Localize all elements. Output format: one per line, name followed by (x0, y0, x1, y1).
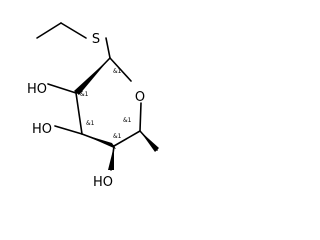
wedge-c1-c2 (74, 58, 110, 95)
bond-c1-ring-o (109, 57, 132, 82)
bond-ring-o-c5 (139, 102, 142, 132)
hydroxyl-c4-label: HO (93, 175, 113, 190)
stereo-label-c1: &1 (113, 68, 122, 75)
bond-c3-oh (54, 125, 83, 135)
wedge-c5-methyl (140, 131, 159, 152)
ring-oxygen-label: O (135, 90, 145, 105)
bond-ch2-s (60, 22, 87, 39)
wedge-c4-oh (108, 146, 114, 170)
bond-s-c1 (105, 37, 111, 59)
stereo-label-c2: &1 (80, 91, 89, 98)
hydroxyl-c3-label: HO (32, 122, 52, 137)
stereo-label-c4: &1 (113, 133, 122, 140)
bonds (36, 22, 159, 171)
molecule-structure: S O HO HO HO &1 &1 &1 &1 &1 (27, 22, 159, 190)
stereo-label-c3: &1 (86, 120, 95, 127)
atom-labels: S O HO HO HO (27, 32, 145, 190)
bond-c2-c3 (75, 92, 83, 135)
bond-c4-c5 (113, 130, 141, 147)
bond-ethyl-ch3-ch2 (36, 22, 62, 39)
stereo-label-c5: &1 (123, 117, 132, 124)
sulfur-label: S (92, 32, 100, 47)
hydroxyl-c2-label: HO (27, 82, 47, 97)
stereo-labels: &1 &1 &1 &1 &1 (80, 68, 132, 140)
bond-c2-oh (47, 83, 77, 94)
wedge-c3-c4 (82, 134, 116, 149)
